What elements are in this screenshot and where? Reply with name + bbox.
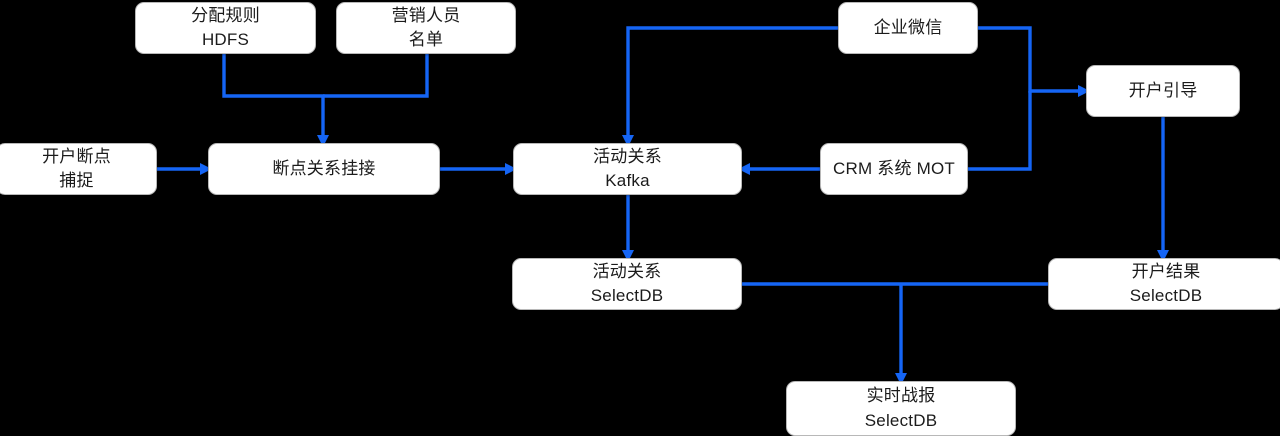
- node-label-line1: 开户断点: [42, 146, 111, 166]
- node-label-line2: SelectDB: [1129, 286, 1203, 305]
- node-realtime-report[interactable]: 实时战报 SelectDB: [786, 381, 1016, 436]
- node-label-line2: SelectDB: [590, 286, 664, 305]
- node-label-line2: Kafka: [605, 171, 650, 190]
- arrowhead-alloc-rule-to-breakpoint-link: [317, 135, 329, 147]
- node-label-line1: 活动关系: [593, 146, 662, 166]
- node-label-line2: 名单: [408, 30, 444, 49]
- arrowhead-kafka-to-activity-selectdb: [622, 250, 634, 262]
- arrowhead-wechat-to-account-guide: [1078, 85, 1090, 97]
- arrowhead-wechat-to-kafka: [622, 135, 634, 147]
- node-crm-mot[interactable]: CRM 系统 MOT: [820, 143, 968, 195]
- node-breakpoint-link[interactable]: 断点关系挂接: [208, 143, 440, 195]
- node-label-line1: 分配规则: [191, 5, 260, 25]
- arrowhead-capture-to-breakpoint-link: [200, 163, 212, 175]
- arrowhead-crm-to-kafka: [738, 163, 750, 175]
- edge-wechat-to-kafka: [626, 26, 838, 137]
- node-label-line1: 实时战报: [866, 386, 936, 406]
- node-label-line1: 断点关系挂接: [272, 158, 376, 178]
- node-label-line1: 开户结果: [1131, 261, 1201, 281]
- node-label-line1: 开户引导: [1128, 80, 1198, 100]
- arrowhead-account-guide-to-account-result: [1157, 250, 1169, 262]
- edge-wechat-to-account-guide: [978, 26, 1080, 93]
- edge-marketer-list-to-breakpoint-link: [323, 54, 429, 98]
- edge-selectdb-bus-to-realtime-report: [742, 282, 1048, 375]
- node-label-line1: 企业微信: [873, 17, 943, 37]
- node-marketer-list[interactable]: 营销人员 名单: [336, 2, 516, 54]
- node-alloc-rule[interactable]: 分配规则 HDFS: [135, 2, 316, 54]
- node-activity-kafka[interactable]: 活动关系 Kafka: [513, 143, 742, 195]
- node-label-line2: HDFS: [201, 30, 250, 49]
- node-label-line1: 营销人员: [391, 5, 461, 25]
- node-account-result[interactable]: 开户结果 SelectDB: [1048, 258, 1280, 310]
- node-label-line1: 活动关系: [592, 261, 662, 281]
- node-account-guide[interactable]: 开户引导: [1086, 65, 1240, 117]
- node-activity-selectdb[interactable]: 活动关系 SelectDB: [512, 258, 742, 310]
- node-breakpoint-capture[interactable]: 开户断点 捕捉: [0, 143, 157, 195]
- edge-crm-to-account-guide: [968, 91, 1032, 171]
- arrowhead-breakpoint-link-to-kafka: [505, 163, 517, 175]
- edge-alloc-rule-to-breakpoint-link: [222, 54, 325, 137]
- node-label-line1: CRM 系统 MOT: [833, 158, 955, 178]
- node-enterprise-wechat[interactable]: 企业微信: [838, 2, 978, 54]
- node-label-line2: 捕捉: [59, 171, 94, 190]
- arrowhead-selectdb-bus-to-realtime-report: [895, 373, 907, 385]
- node-label-line2: SelectDB: [864, 410, 938, 430]
